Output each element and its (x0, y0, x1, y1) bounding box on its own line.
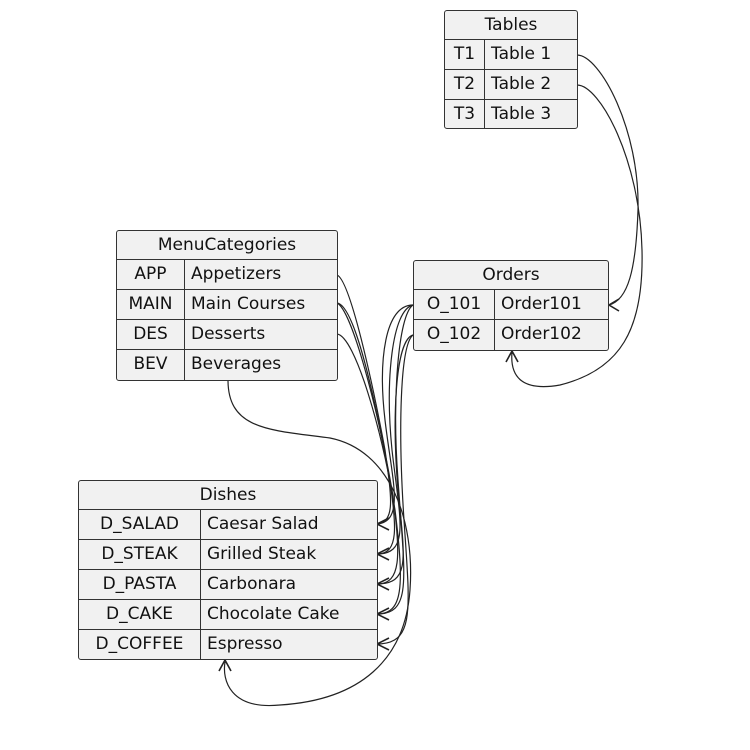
entity-title: MenuCategories (117, 231, 337, 260)
table-row[interactable]: T3 Table 3 (445, 100, 577, 128)
link-bev-coffee (223, 379, 412, 707)
entity-tables[interactable]: Tables T1 Table 1 T2 Table 2 T3 Table 3 (444, 10, 578, 129)
table-row[interactable]: D_PASTA Carbonara (79, 570, 377, 600)
link-des-cake (336, 333, 401, 615)
table-row[interactable]: D_SALAD Caesar Salad (79, 510, 377, 540)
row-key: D_SALAD (79, 510, 201, 539)
arrowhead-coffee-bottom (218, 658, 232, 672)
row-key: BEV (117, 350, 185, 380)
row-value: Caesar Salad (207, 514, 319, 534)
row-key: T2 (445, 70, 485, 99)
arrowhead-o101 (607, 298, 620, 312)
row-value: Order102 (501, 324, 582, 344)
arrowhead-o102 (505, 349, 519, 363)
entity-menu-categories[interactable]: MenuCategories APP Appetizers MAIN Main … (116, 230, 338, 381)
table-row[interactable]: DES Desserts (117, 320, 337, 350)
table-row[interactable]: D_CAKE Chocolate Cake (79, 600, 377, 630)
entity-orders[interactable]: Orders O_101 Order101 O_102 Order102 (413, 260, 609, 351)
row-value: Espresso (207, 634, 283, 654)
link-o102-coffee (377, 334, 414, 645)
entity-title: Orders (414, 261, 608, 290)
row-key: O_101 (414, 290, 495, 319)
link-app-salad (336, 274, 392, 525)
table-row[interactable]: MAIN Main Courses (117, 290, 337, 320)
row-key: D_PASTA (79, 570, 201, 599)
link-o102-pasta (377, 334, 414, 585)
row-value: Main Courses (191, 294, 306, 314)
table-row[interactable]: T1 Table 1 (445, 40, 577, 70)
row-key: DES (117, 320, 185, 349)
table-row[interactable]: O_101 Order101 (414, 290, 608, 320)
row-key: T1 (445, 40, 485, 69)
row-key: O_102 (414, 320, 495, 350)
row-key: APP (117, 260, 185, 289)
table-row[interactable]: D_STEAK Grilled Steak (79, 540, 377, 570)
row-value: Grilled Steak (207, 544, 317, 564)
link-o101-cake (377, 304, 414, 615)
row-key: T3 (445, 100, 485, 128)
link-o101-steak (377, 304, 414, 555)
table-row[interactable]: APP Appetizers (117, 260, 337, 290)
row-key: D_CAKE (79, 600, 201, 629)
row-value: Beverages (191, 354, 282, 374)
entity-title: Tables (445, 11, 577, 40)
table-row[interactable]: BEV Beverages (117, 350, 337, 380)
link-t2-o102 (511, 84, 643, 388)
row-value: Order101 (501, 294, 582, 314)
row-value: Appetizers (191, 264, 282, 284)
table-row[interactable]: D_COFFEE Espresso (79, 630, 377, 659)
entity-dishes[interactable]: Dishes D_SALAD Caesar Salad D_STEAK Gril… (78, 480, 378, 660)
row-key: D_COFFEE (79, 630, 201, 659)
table-row[interactable]: T2 Table 2 (445, 70, 577, 100)
row-value: Desserts (191, 324, 266, 344)
row-value: Chocolate Cake (207, 604, 340, 624)
row-value: Table 3 (491, 104, 552, 124)
row-value: Table 2 (491, 74, 552, 94)
table-row[interactable]: O_102 Order102 (414, 320, 608, 350)
entity-title: Dishes (79, 481, 377, 510)
row-key: D_STEAK (79, 540, 201, 569)
row-value: Table 1 (491, 44, 552, 64)
row-value: Carbonara (207, 574, 297, 594)
link-o101-salad (377, 304, 414, 525)
row-key: MAIN (117, 290, 185, 319)
